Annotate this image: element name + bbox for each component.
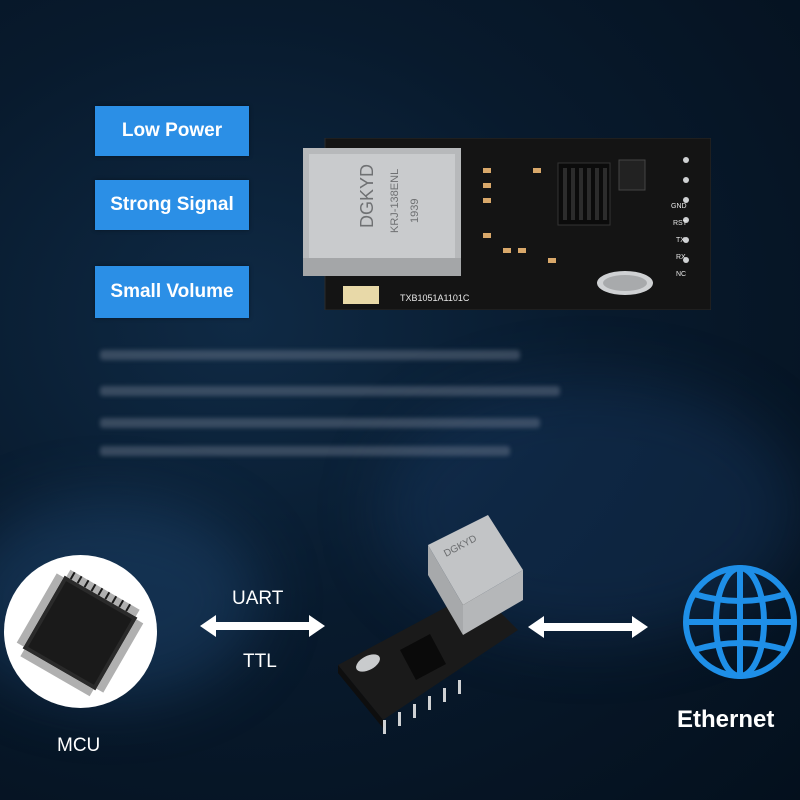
mcu-circle [4, 555, 157, 708]
jack-year: 1939 [409, 199, 421, 223]
uart-label: UART [232, 588, 284, 609]
pin-label: NC [676, 271, 686, 278]
module-top-image: DGKYD KRJ-138ENL 1939 GND RST TX RX [303, 138, 711, 310]
ttl-label: TTL [243, 651, 277, 672]
feature-badge-small-volume: Small Volume [95, 266, 249, 318]
feature-label: Small Volume [110, 281, 234, 302]
ethernet-label: Ethernet [677, 706, 775, 733]
pin-label: GND [671, 203, 687, 210]
pin-label: TX [676, 237, 685, 244]
blurred-text-line [100, 386, 560, 396]
chip-icon [16, 569, 144, 697]
pin-label: RX [676, 254, 686, 261]
blurred-text-line [100, 350, 520, 360]
feature-label: Strong Signal [110, 194, 234, 215]
blurred-text-line [100, 446, 510, 456]
feature-badge-strong-signal: Strong Signal [95, 180, 249, 230]
double-arrow-icon [200, 615, 325, 637]
board-code: TXB1051A1101C [400, 293, 470, 303]
feature-badge-low-power: Low Power [95, 106, 249, 156]
jack-part: KRJ-138ENL [389, 169, 401, 233]
blurred-text-line [100, 418, 540, 428]
mcu-label: MCU [57, 735, 101, 756]
jack-brand: DGKYD [357, 164, 377, 228]
feature-label: Low Power [121, 120, 223, 141]
double-arrow-icon [528, 616, 648, 638]
module-bottom-image: DGKYD [338, 515, 523, 734]
globe-icon [683, 565, 797, 679]
pin-label: RST [673, 220, 688, 227]
